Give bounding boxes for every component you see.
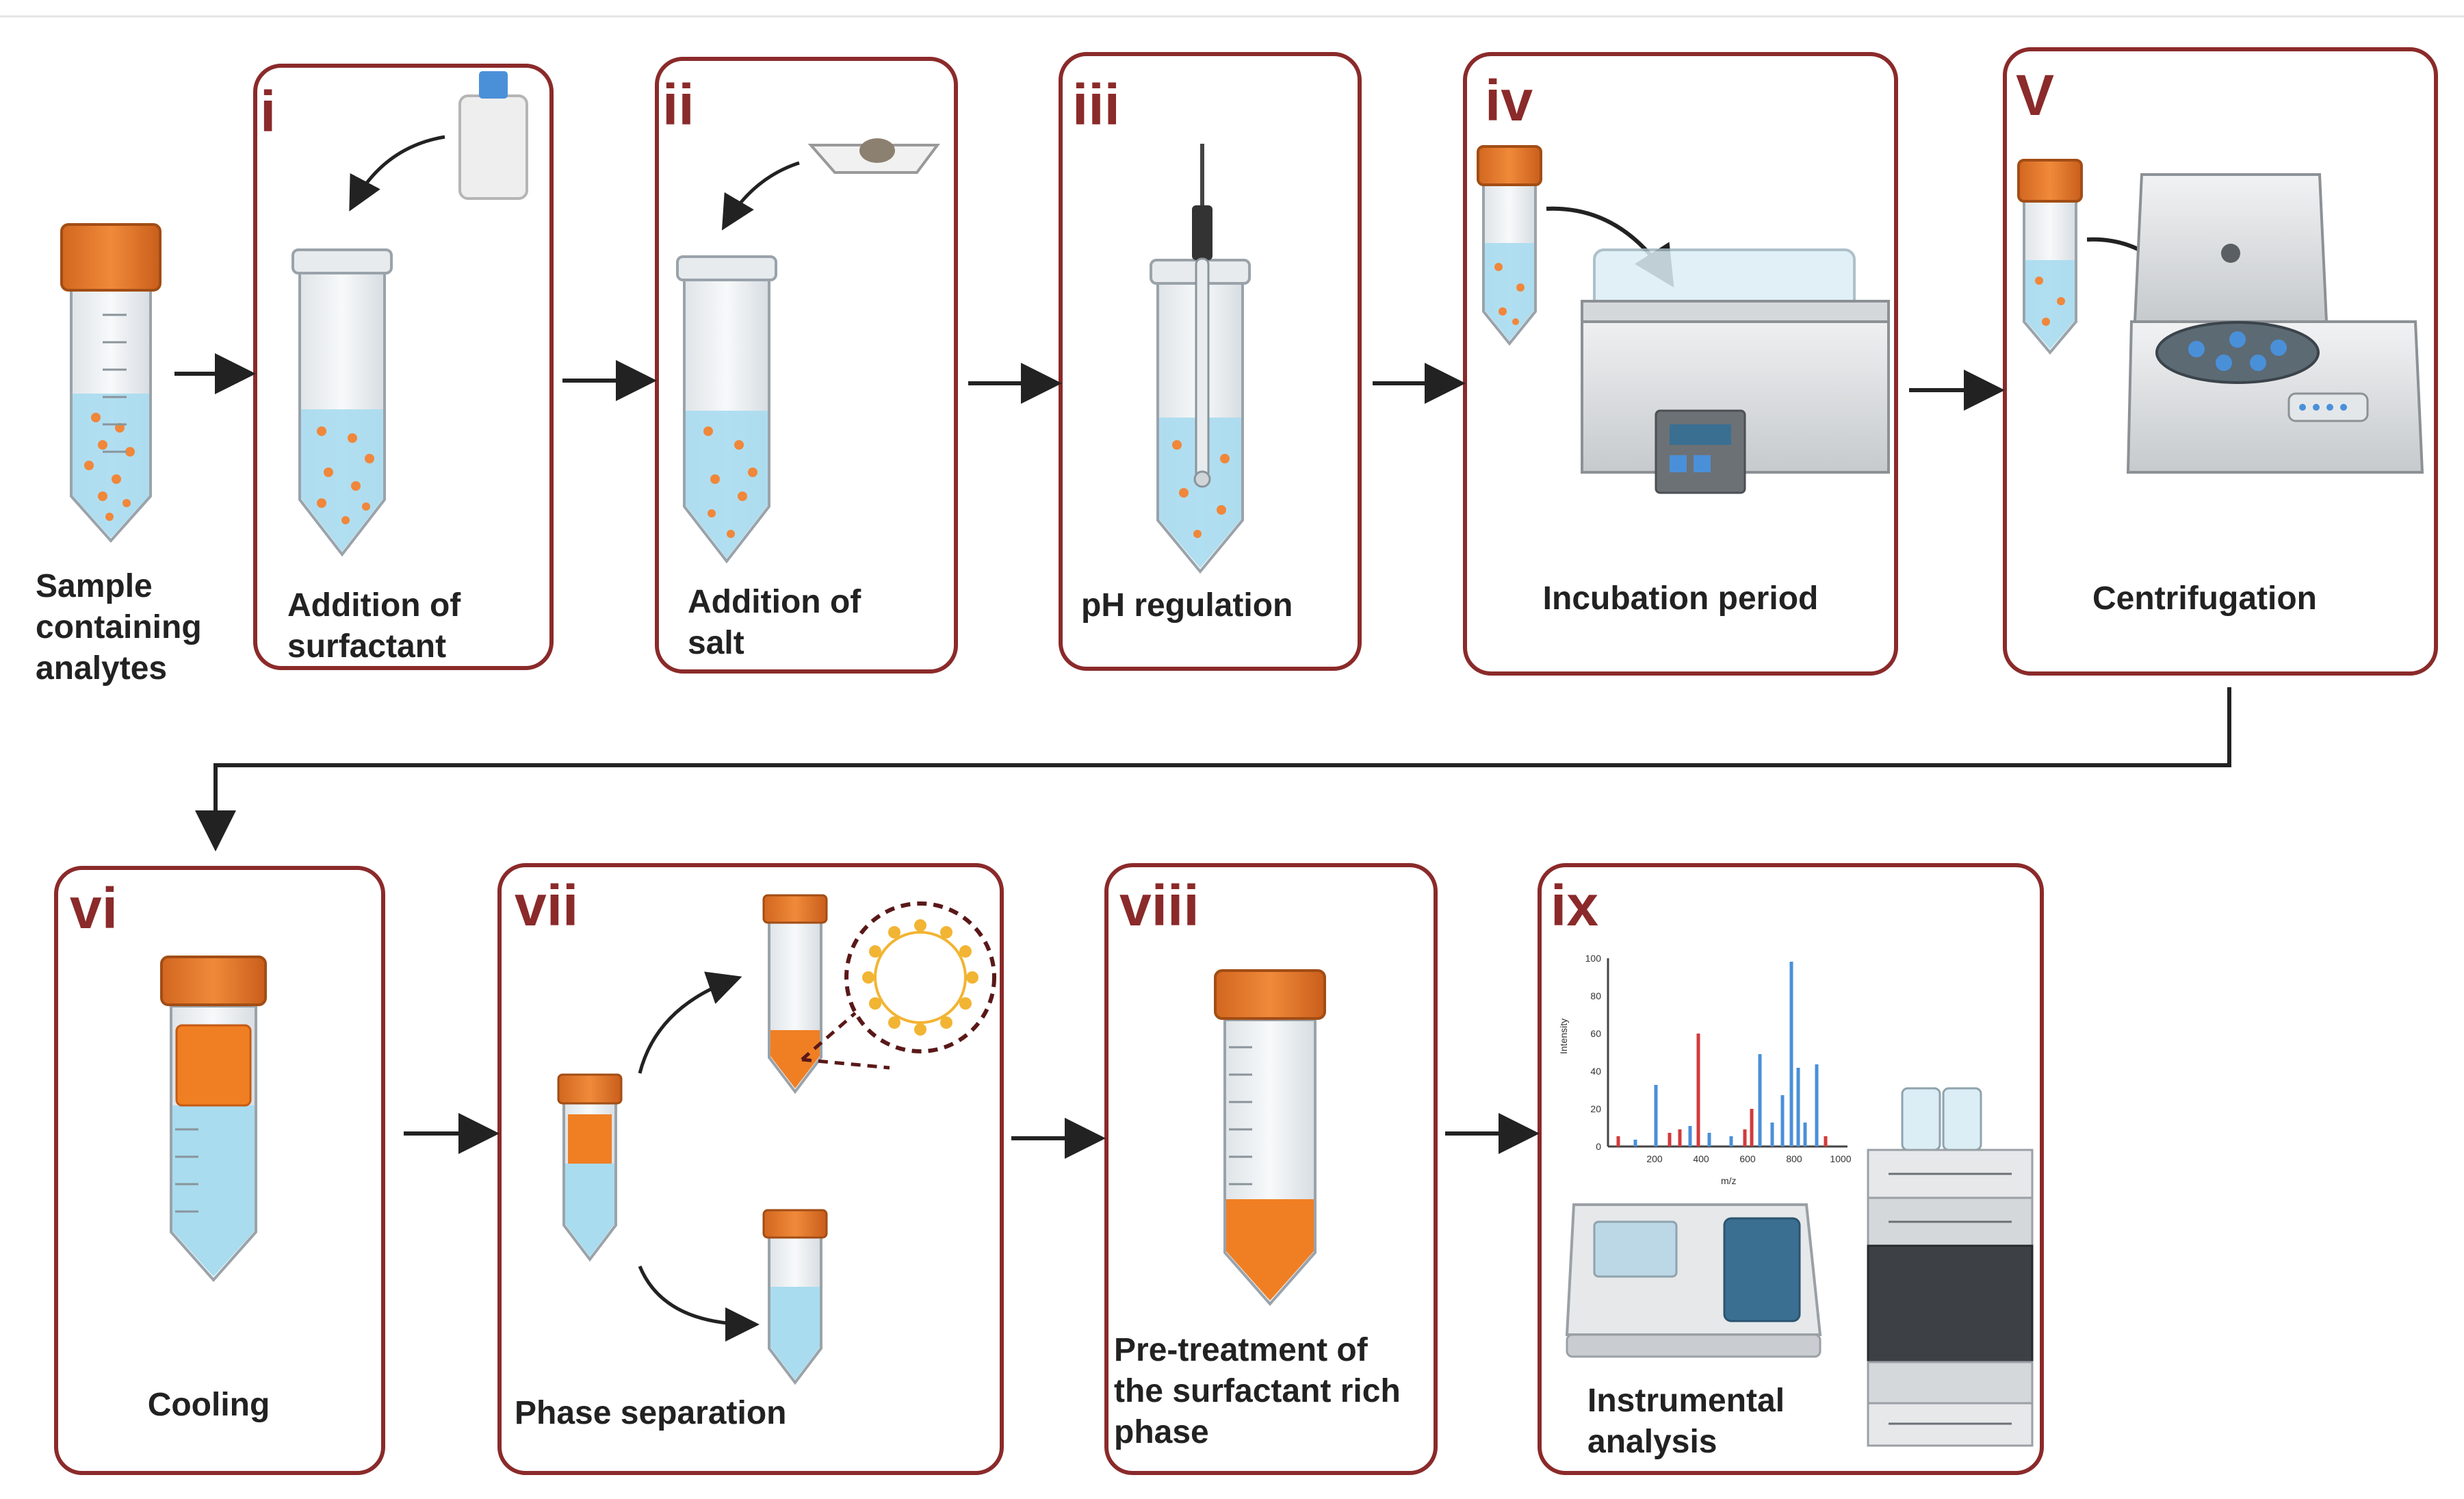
step-numeral-iv: iv — [1485, 68, 1533, 133]
pretreated-tube — [1214, 969, 1326, 1307]
spectrum-xlabel: m/z — [1721, 1175, 1737, 1186]
spectrum-ytick-80: 80 — [1590, 990, 1601, 1001]
step-frame-iii — [1059, 52, 1362, 671]
pour-arrow-ii — [721, 161, 800, 231]
spectrum-ytick-100: 100 — [1585, 953, 1602, 964]
spectrum-xtick-200: 200 — [1646, 1153, 1663, 1164]
step-v-label: Centrifugation — [2092, 580, 2317, 617]
centrifuge-tube — [2017, 159, 2083, 355]
spectrum-xtick-1000: 1000 — [1830, 1153, 1851, 1164]
step-frame-ix — [1538, 863, 2044, 1475]
spectrum-xtick-600: 600 — [1739, 1153, 1756, 1164]
ph-electrode — [1192, 144, 1212, 488]
centrifuge — [2126, 173, 2424, 474]
step-numeral-i: i — [260, 79, 276, 144]
step-frame-viii — [1104, 863, 1438, 1475]
step-numeral-iii: iii — [1072, 73, 1120, 137]
surfactant-bottle — [458, 71, 528, 200]
step-numeral-viii: viii — [1119, 873, 1199, 938]
step-viii-label-line-3: phase — [1114, 1414, 1209, 1450]
step-ii-label-line-2: salt — [688, 625, 744, 661]
start-label-line-3: analytes — [36, 650, 167, 687]
salt-weigh-boat — [807, 138, 940, 174]
mass-spectrum: Intensity m/z 0 20 40 60 80 100 200 400 … — [1558, 953, 1852, 1186]
step-iii-label: pH regulation — [1081, 587, 1293, 624]
tube-with-salt — [676, 255, 777, 564]
flow-arrow-v-to-vi — [195, 687, 2231, 851]
step-ix-label-line-2: analysis — [1587, 1424, 1717, 1460]
step-iv-label: Incubation period — [1543, 580, 1819, 617]
step-i-label-line-1: Addition of — [287, 587, 461, 624]
step-frame-v — [2003, 47, 2438, 676]
step-i-label-line-2: surfactant — [287, 628, 446, 665]
hplc-stack — [1867, 1087, 2034, 1447]
step-ix-label-line-1: Instrumental — [1587, 1383, 1785, 1419]
spectrum-xtick-400: 400 — [1693, 1153, 1709, 1164]
step-viii-label-line-1: Pre-treatment of — [1114, 1332, 1369, 1368]
rich-phase-tube — [762, 894, 828, 1094]
spectrum-ytick-20: 20 — [1590, 1103, 1601, 1114]
step-numeral-ii: ii — [662, 73, 695, 137]
step-numeral-vii: vii — [515, 873, 578, 938]
start-label-line-2: containing — [36, 609, 202, 645]
split-arrow-up — [638, 971, 742, 1074]
micelle-inset — [801, 901, 996, 1070]
step-vii-label: Phase separation — [515, 1395, 787, 1431]
spectrum-ytick-0: 0 — [1596, 1141, 1601, 1152]
spectrum-ytick-60: 60 — [1590, 1028, 1601, 1039]
start-label-line-1: Sample — [36, 568, 153, 604]
separated-tube — [557, 1073, 623, 1262]
incubation-tube — [1477, 145, 1542, 346]
step-frame-vii — [497, 863, 1004, 1475]
spectrophotometer — [1565, 1203, 1822, 1358]
step-numeral-vi: vi — [70, 876, 118, 940]
step-numeral-v: V — [2016, 63, 2054, 127]
step-numeral-ix: ix — [1551, 873, 1598, 938]
spectrum-ytick-40: 40 — [1590, 1066, 1601, 1077]
step-vi-label: Cooling — [148, 1387, 270, 1423]
split-arrow-down — [638, 1266, 760, 1342]
tube-with-surfactant — [291, 248, 393, 557]
step-ii-label-line-1: Addition of — [688, 584, 861, 620]
sample-tube — [60, 223, 161, 543]
cooled-tube — [160, 956, 267, 1283]
water-bath — [1581, 248, 1890, 494]
spectrum-xtick-800: 800 — [1786, 1153, 1802, 1164]
pour-arrow-i — [349, 135, 445, 212]
spectrum-ylabel: Intensity — [1558, 1018, 1569, 1054]
step-viii-label-line-2: the surfactant rich — [1114, 1373, 1401, 1409]
step-frame-ii — [655, 57, 958, 674]
step-frame-vi — [54, 866, 385, 1475]
lean-phase-tube — [762, 1209, 828, 1385]
